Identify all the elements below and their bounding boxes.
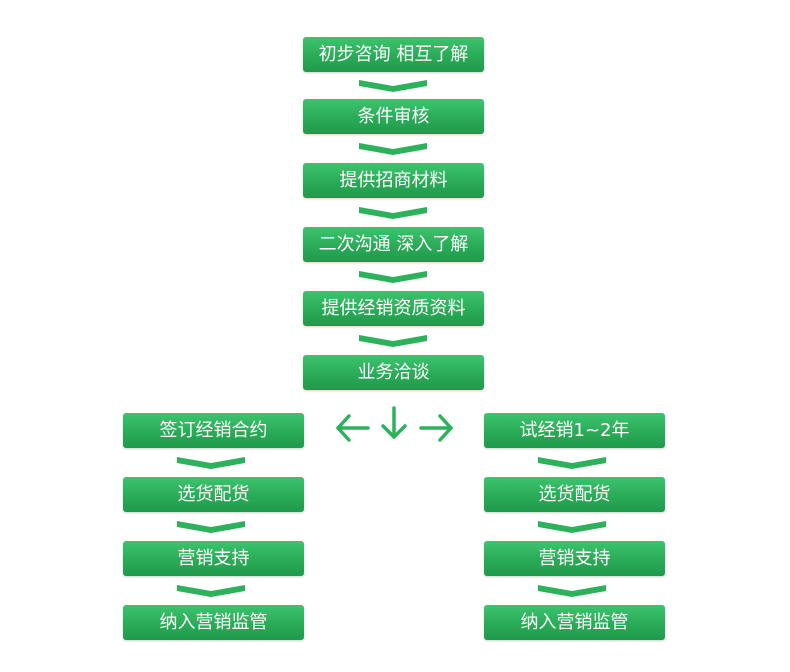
chevron-down-icon (538, 457, 606, 469)
step-initial-consultation: 初步咨询 相互了解 (303, 37, 484, 72)
chevron-down-icon (177, 585, 245, 597)
chevron-down-icon (359, 207, 427, 219)
step-condition-review: 条件审核 (303, 99, 484, 134)
branch-arrows (334, 404, 456, 444)
right-step-trial-distribution: 试经销1~2年 (484, 413, 665, 448)
step-business-negotiation: 业务洽谈 (303, 355, 484, 390)
left-step-marketing-supervision: 纳入营销监管 (123, 605, 304, 640)
chevron-down-icon (538, 521, 606, 533)
chevron-down-icon (177, 521, 245, 533)
step-provide-qualification: 提供经销资质资料 (303, 291, 484, 326)
chevron-down-icon (538, 585, 606, 597)
chevron-down-icon (177, 457, 245, 469)
left-step-sign-contract: 签订经销合约 (123, 413, 304, 448)
arrow-right-icon (419, 414, 453, 442)
step-second-communication: 二次沟通 深入了解 (303, 227, 484, 262)
right-step-select-goods: 选货配货 (484, 477, 665, 512)
arrow-down-icon (381, 406, 407, 439)
chevron-down-icon (359, 271, 427, 283)
left-step-select-goods: 选货配货 (123, 477, 304, 512)
chevron-down-icon (359, 80, 427, 92)
step-provide-materials: 提供招商材料 (303, 163, 484, 198)
arrow-left-icon (336, 414, 370, 442)
chevron-down-icon (359, 335, 427, 347)
right-step-marketing-supervision: 纳入营销监管 (484, 605, 665, 640)
chevron-down-icon (359, 143, 427, 155)
left-step-marketing-support: 营销支持 (123, 541, 304, 576)
right-step-marketing-support: 营销支持 (484, 541, 665, 576)
